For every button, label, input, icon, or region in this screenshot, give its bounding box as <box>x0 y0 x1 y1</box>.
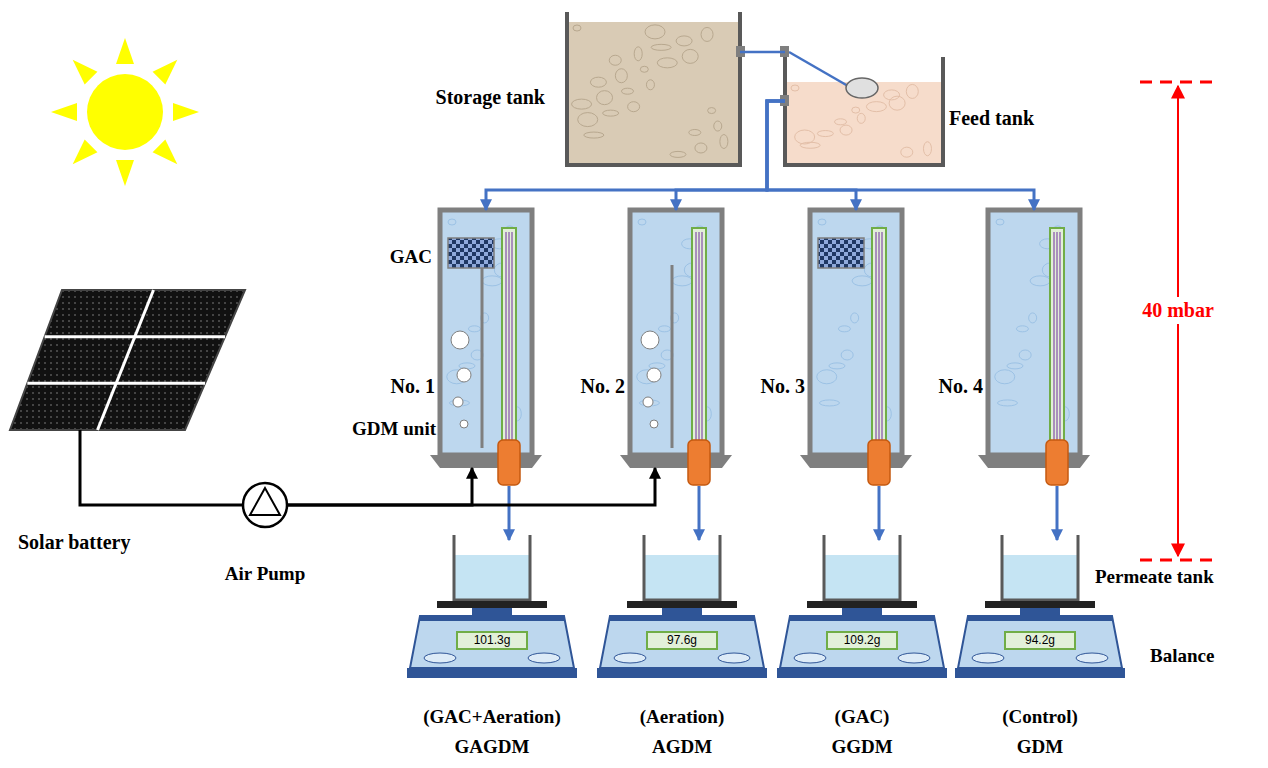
solar-panel <box>10 290 245 430</box>
part-label: No. 4 <box>939 375 983 398</box>
dimension-label: 40 mbar <box>1138 297 1218 324</box>
part-label: GDM unit <box>352 418 436 440</box>
scale-reading: 101.3g <box>474 633 511 648</box>
group-label: (Aeration) <box>640 706 724 728</box>
balance: 94.2g(Control)GDM <box>955 601 1125 678</box>
power-air-line <box>80 430 243 505</box>
group-label: GDM <box>1017 736 1063 758</box>
group-label: GAGDM <box>455 736 530 758</box>
gdm-unit: No. 2 <box>630 210 722 468</box>
air-pump: Air Pump <box>243 483 287 527</box>
water-pipe <box>676 101 785 210</box>
group-label: AGDM <box>652 736 712 758</box>
group-label: (Control) <box>1002 706 1078 728</box>
air-pump-symbol <box>243 483 287 527</box>
part-label: Air Pump <box>225 563 305 585</box>
part-label: Permeate tank <box>1095 566 1214 588</box>
water-pipe <box>486 101 785 210</box>
part-label: Balance <box>1150 645 1214 667</box>
balance: 109.2g(GAC)GGDM <box>777 601 947 678</box>
balance <box>955 601 1125 678</box>
water-pipe <box>740 51 785 54</box>
scale-reading: 94.2g <box>1025 633 1055 648</box>
gdm-unit <box>620 210 732 600</box>
part-label: Storage tank <box>436 86 545 109</box>
power-air-line <box>287 468 472 505</box>
water-pipe <box>767 101 856 210</box>
group-label: (GAC) <box>835 706 890 728</box>
group-label: (GAC+Aeration) <box>423 706 560 728</box>
permeate-tank <box>454 535 530 600</box>
balance: 101.3g(GAC+Aeration)GAGDM <box>407 601 577 678</box>
gdm-unit <box>430 210 542 600</box>
gdm-unit: No. 3 <box>810 210 902 468</box>
power-air-line <box>287 468 655 505</box>
part-label: No. 3 <box>761 375 805 398</box>
scale-reading: 97.6g <box>667 633 697 648</box>
tank: Feed tank <box>785 57 943 165</box>
gdm-unit <box>978 210 1090 600</box>
part-label: Feed tank <box>949 107 1034 130</box>
group-label: GGDM <box>831 736 892 758</box>
part-label: Solar battery <box>18 531 130 554</box>
gdm-unit: No. 4 <box>988 210 1080 468</box>
water-pipe <box>767 101 1034 210</box>
permeate-tank <box>644 535 720 600</box>
tank: Storage tank <box>567 12 740 165</box>
balance: 97.6g(Aeration)AGDM <box>597 601 767 678</box>
solar-panel: Solar battery <box>10 290 245 430</box>
part-label: GAC <box>390 246 432 268</box>
balance <box>777 601 947 678</box>
gdm-unit: No. 1 <box>440 210 532 468</box>
balance <box>597 601 767 678</box>
part-label: No. 2 <box>581 375 625 398</box>
sun-icon <box>51 38 199 186</box>
storage-tank <box>567 12 740 165</box>
balance <box>407 601 577 678</box>
gdm-unit <box>800 210 912 600</box>
permeate-tank <box>1002 535 1078 600</box>
scale-reading: 109.2g <box>844 633 881 648</box>
permeate-tank <box>824 535 900 600</box>
part-label: No. 1 <box>391 375 435 398</box>
